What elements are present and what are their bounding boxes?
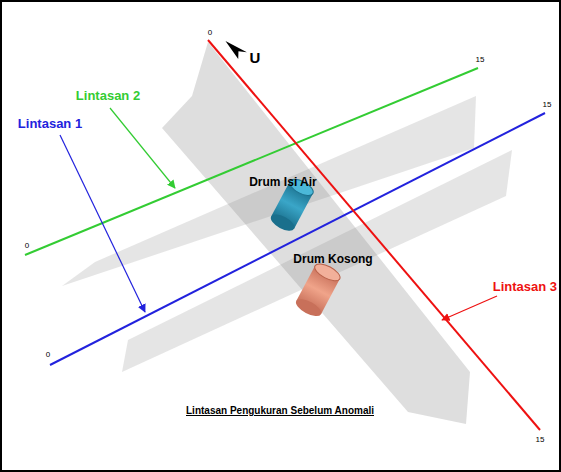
north-arrow [225,35,247,59]
station-number: 0 [25,242,29,251]
line-label: Lintasan 3 [493,280,557,294]
station-number: 15 [543,101,552,110]
line-label: Lintasan 2 [76,89,140,103]
station-number: 0 [46,351,50,360]
station-number: 0 [208,29,212,38]
section-plane [162,42,470,424]
survey-line [50,113,545,365]
leader-line [110,108,175,188]
station-number: 15 [536,436,545,445]
leader-line [442,296,497,320]
station-number: 15 [476,56,485,65]
leader-line [60,135,145,312]
north-label: U [250,50,261,67]
drum-label: Drum Isi Air [249,176,317,189]
survey-line [25,68,478,255]
empty-drum [293,260,342,319]
line-label: Lintasan 1 [18,117,82,131]
survey-line [208,40,540,430]
caption: Lintasan Pengukuran Sebelum Anomali [186,405,374,416]
drum-label: Drum Kosong [293,253,372,266]
